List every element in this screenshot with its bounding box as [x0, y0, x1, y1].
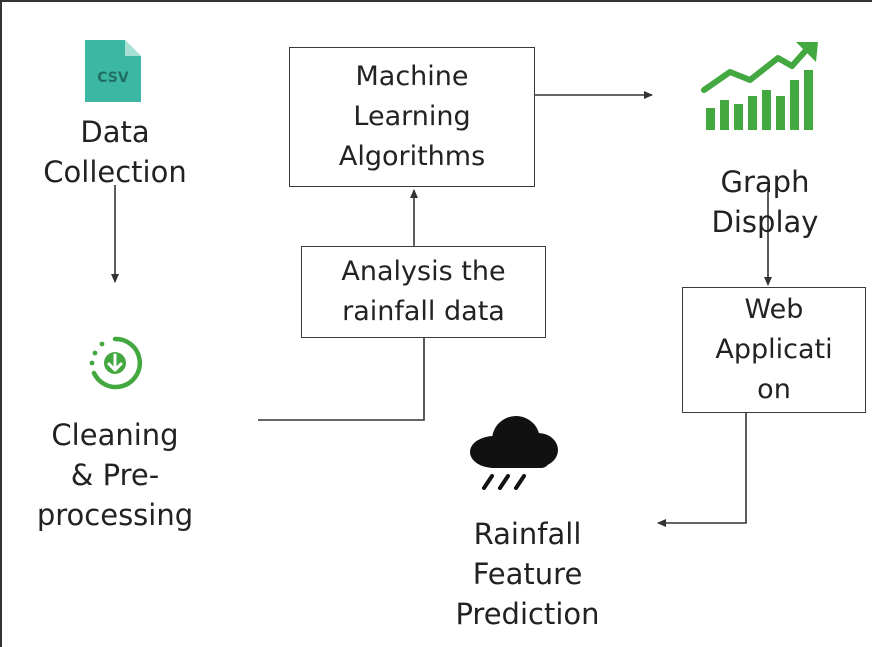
- csv-icon-text: CSV: [97, 70, 129, 86]
- download-refresh-icon: [82, 333, 148, 393]
- csv-file-icon: CSV: [85, 40, 141, 102]
- bar-chart-trend-icon: [700, 40, 820, 132]
- ml-algorithms-box: Machine Learning Algorithms: [289, 47, 535, 187]
- web-application-box: Web Applicati on: [682, 287, 866, 413]
- arrow-cleaning-to-analysis: [258, 329, 428, 421]
- rainfall-prediction-label: Rainfall Feature Prediction: [455, 517, 600, 631]
- analysis-box: Analysis the rainfall data: [301, 246, 546, 338]
- rain-cloud-icon: [464, 412, 562, 494]
- cleaning-label: Cleaning & Pre- processing: [36, 418, 194, 532]
- arrow-web-to-prediction: [657, 409, 836, 527]
- data-collection-label: Data Collection: [43, 115, 187, 189]
- graph-display-label: Graph Display: [711, 165, 819, 239]
